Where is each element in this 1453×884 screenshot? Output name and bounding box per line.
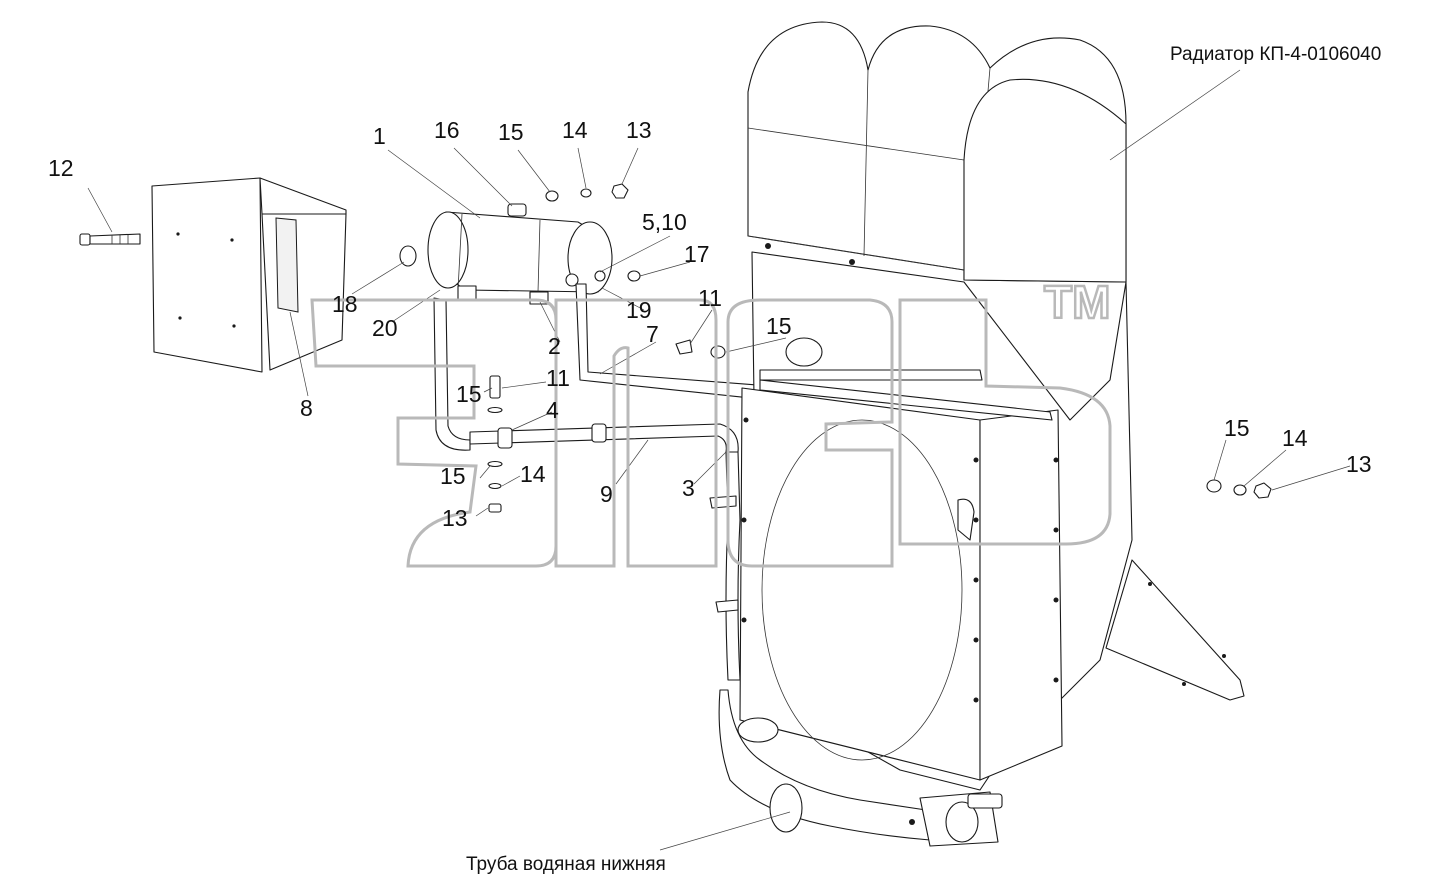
callout-17: 17	[684, 241, 710, 267]
pipe-2	[433, 297, 471, 451]
washer-15a	[545, 190, 559, 202]
callout-14c: 14	[1282, 425, 1308, 451]
watermark: ТМ	[310, 275, 1112, 568]
washer-15e	[1206, 479, 1222, 493]
washer-15d	[487, 460, 503, 468]
callout-18: 18	[332, 291, 358, 317]
nut-13b	[488, 503, 502, 513]
callout-1: 1	[373, 123, 386, 149]
washer-14b	[488, 482, 502, 490]
pipe-4-9	[469, 423, 739, 453]
radiator-body	[739, 21, 1245, 791]
callout-9: 9	[600, 481, 613, 507]
caption-radiator: Радиатор КП-4-0106040	[1170, 44, 1381, 65]
nut-13c	[1253, 482, 1272, 499]
callout-12: 12	[48, 155, 74, 181]
lower-water-pipe	[718, 689, 1003, 847]
bolt-12	[79, 233, 141, 246]
callout-13: 13	[626, 117, 652, 143]
fitting-11	[675, 339, 693, 355]
callout-19: 19	[626, 297, 652, 323]
washer-15b	[710, 345, 726, 359]
callout-15: 15	[498, 119, 524, 145]
washer-14a	[580, 188, 592, 198]
callout-11: 11	[698, 285, 722, 311]
washer-4	[487, 406, 503, 414]
bolt-11b	[489, 375, 501, 399]
washer-14c	[1233, 484, 1247, 496]
callout-20: 20	[372, 315, 398, 341]
callout-16: 16	[434, 117, 460, 143]
watermark-tm: ТМ	[1044, 276, 1110, 328]
callout-7: 7	[646, 321, 659, 347]
callout-8: 8	[300, 395, 313, 421]
callout-5-10: 5,10	[642, 209, 687, 235]
callout-14b: 14	[520, 461, 546, 487]
plug-18	[399, 245, 417, 267]
callout-11b: 11	[546, 365, 570, 391]
callout-15e: 15	[1224, 415, 1250, 441]
leader-lines	[87, 69, 1351, 851]
callout-15c: 15	[456, 381, 482, 407]
nut-17	[627, 270, 641, 282]
callout-15d: 15	[440, 463, 466, 489]
callout-13b: 13	[442, 505, 468, 531]
nut-13a	[611, 183, 629, 199]
callout-3: 3	[682, 475, 695, 501]
callout-14: 14	[562, 117, 588, 143]
mounting-cover	[151, 177, 347, 373]
callout-2: 2	[548, 333, 561, 359]
callout-13c: 13	[1346, 451, 1372, 477]
radiator-bolts	[741, 417, 1059, 703]
callout-4: 4	[546, 397, 559, 423]
caption-lower-pipe: Труба водяная нижняя	[466, 854, 666, 875]
callout-15b: 15	[766, 313, 792, 339]
callouts: 12 1 16 15 14 13 5,10 17 18 20 19 11 7 1…	[48, 117, 1372, 531]
expansion-tank	[427, 203, 613, 305]
